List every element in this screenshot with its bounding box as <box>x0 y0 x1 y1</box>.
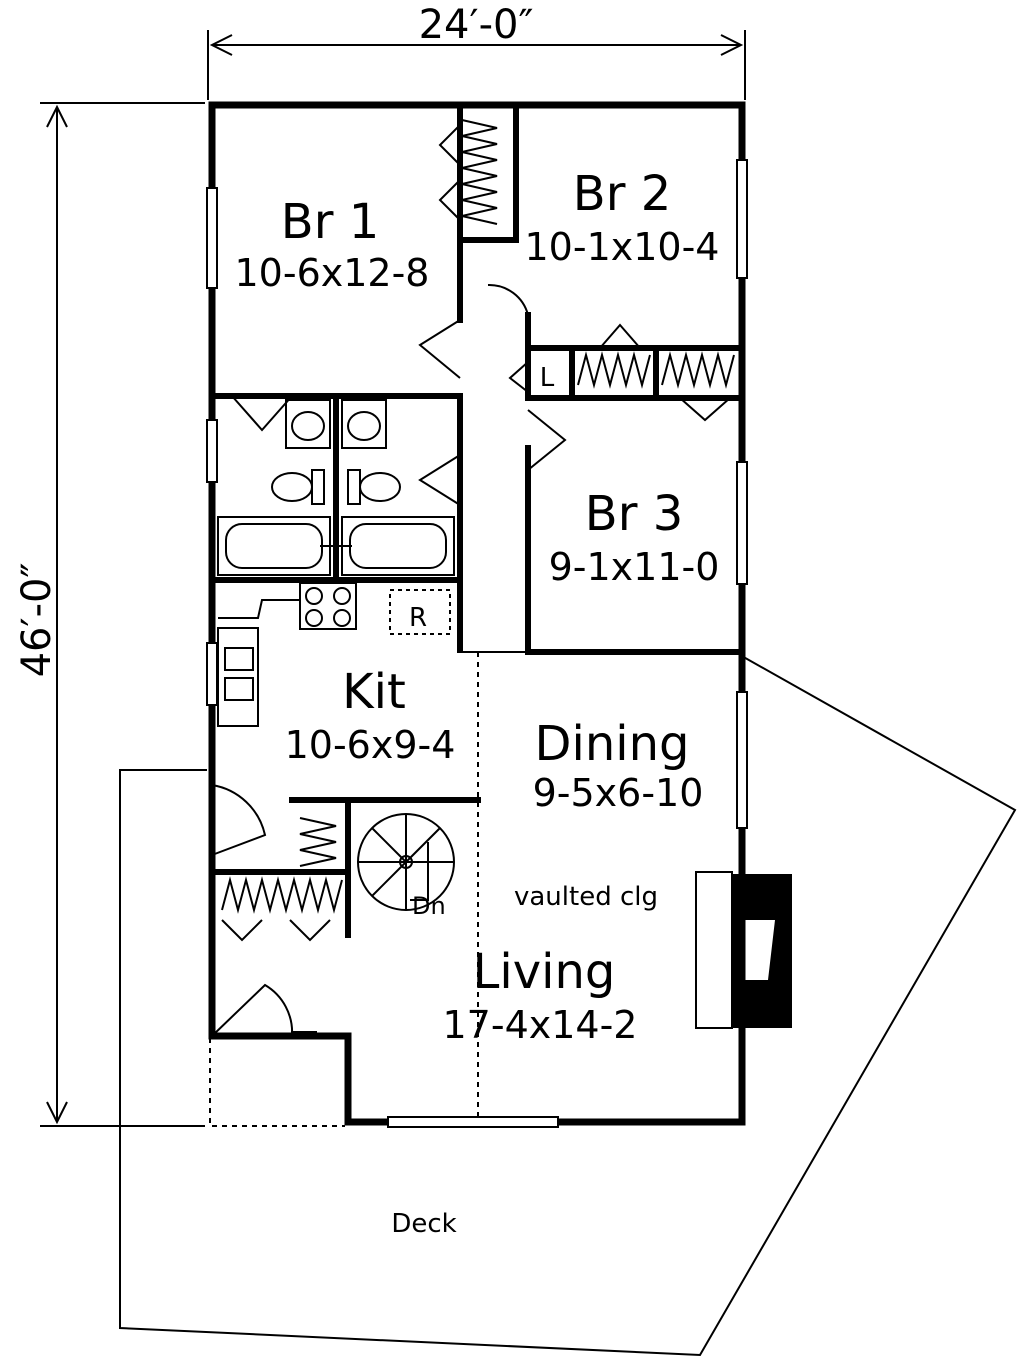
deck-label: Deck <box>391 1209 456 1239</box>
bath-fixtures <box>217 399 455 576</box>
linen-label: L <box>540 363 555 393</box>
kitchen-fixtures <box>217 582 528 727</box>
br3-name: Br 3 <box>585 486 683 542</box>
br2-size: 10-1x10-4 <box>525 225 720 269</box>
br1-name: Br 1 <box>281 194 379 250</box>
closet-symbols <box>221 119 735 942</box>
kit-name: Kit <box>342 664 406 720</box>
ceiling-note: vaulted clg <box>514 882 658 912</box>
refrigerator-label: R <box>409 603 427 633</box>
windows <box>206 159 748 1128</box>
fireplace <box>695 871 792 1029</box>
living-name: Living <box>473 944 616 1000</box>
stair-down-label: Dn <box>412 892 446 920</box>
dining-name: Dining <box>535 716 690 772</box>
width-label: 24′-0″ <box>419 2 534 48</box>
dining-size: 9-5x6-10 <box>533 771 704 815</box>
depth-label: 46′-0″ <box>14 563 60 678</box>
linen-closet <box>508 347 573 399</box>
br1-size: 10-6x12-8 <box>235 251 430 295</box>
br2-name: Br 2 <box>573 166 671 222</box>
spiral-stair <box>357 813 455 911</box>
kit-size: 10-6x9-4 <box>285 723 456 767</box>
door-swings <box>211 283 567 1039</box>
living-size: 17-4x14-2 <box>443 1003 638 1047</box>
deck-outline <box>119 654 1017 1357</box>
depth-dimension <box>40 102 205 1127</box>
br3-size: 9-1x11-0 <box>549 545 720 589</box>
width-dimension <box>207 30 746 100</box>
